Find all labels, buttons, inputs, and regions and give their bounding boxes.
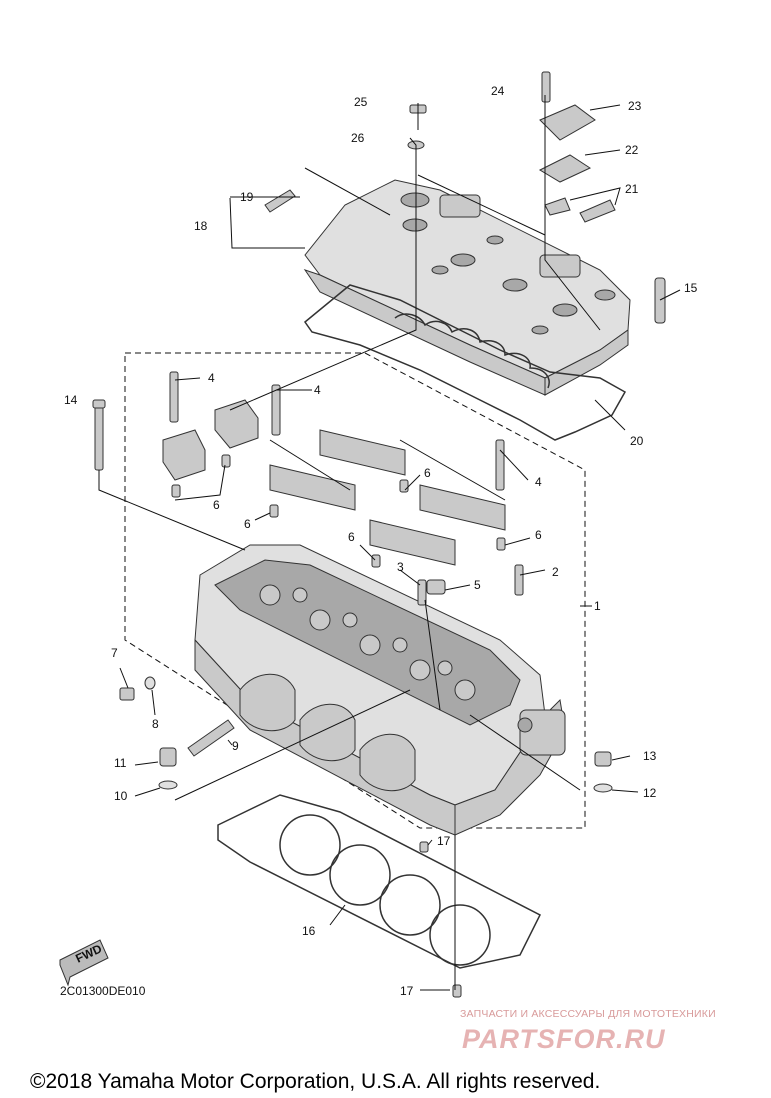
callout-14: 14	[64, 393, 78, 407]
callout-21: 21	[625, 182, 639, 196]
callout-2: 2	[552, 565, 559, 579]
watermark: ЗАПЧАСТИ И АКСЕССУАРЫ ДЛЯ МОТОТЕХНИКИ PA…	[460, 1008, 716, 1054]
callout-20: 20	[630, 434, 644, 448]
callout-26: 26	[351, 131, 365, 145]
callout-9: 9	[232, 739, 239, 753]
callout-6-left: 6	[213, 498, 220, 512]
callout-12: 12	[643, 786, 657, 800]
cylinder-head-cover	[303, 179, 631, 396]
callout-10: 10	[114, 789, 128, 803]
callout-15: 15	[684, 281, 698, 295]
callout-6-upper: 6	[424, 466, 431, 480]
callout-23: 23	[628, 99, 642, 113]
camshaft-caps	[162, 399, 506, 595]
callout-labels: 1 2 3 4 4 4 5 6 6 6 6 6 7 8 9 10 11 12 1…	[64, 84, 698, 998]
cover-gasket	[303, 284, 627, 441]
cylinder-head-assembly-outline	[124, 352, 586, 829]
callout-3: 3	[397, 560, 404, 574]
leader-lines	[98, 95, 681, 991]
callout-19: 19	[240, 190, 254, 204]
callout-7: 7	[111, 646, 118, 660]
callout-4-center: 4	[314, 383, 321, 397]
fwd-arrow-icon: FWD	[59, 939, 109, 987]
callout-25: 25	[354, 95, 368, 109]
diagram-code: 2C01300DE010	[60, 984, 146, 998]
callout-13: 13	[643, 749, 657, 763]
callout-6-center: 6	[348, 530, 355, 544]
callout-5: 5	[474, 578, 481, 592]
callout-16: 16	[302, 924, 316, 938]
head-gasket	[217, 794, 542, 969]
callout-17-lower: 17	[400, 984, 414, 998]
cylinder-head	[194, 544, 566, 836]
watermark-brand: PARTSFOR.RU	[462, 1024, 666, 1054]
callout-17-upper: 17	[437, 834, 451, 848]
copyright-notice: ©2018 Yamaha Motor Corporation, U.S.A. A…	[30, 1070, 600, 1093]
callout-6-mid: 6	[244, 517, 251, 531]
callout-4-right: 4	[535, 475, 542, 489]
callout-22: 22	[625, 143, 639, 157]
callout-1: 1	[594, 599, 601, 613]
callout-18: 18	[194, 219, 208, 233]
watermark-tagline: ЗАПЧАСТИ И АКСЕССУАРЫ ДЛЯ МОТОТЕХНИКИ	[460, 1008, 716, 1020]
callout-11: 11	[114, 756, 127, 770]
small-fasteners	[92, 71, 666, 998]
callout-8: 8	[152, 717, 159, 731]
callout-6-right: 6	[535, 528, 542, 542]
callout-24: 24	[491, 84, 505, 98]
callout-4-left: 4	[208, 371, 215, 385]
